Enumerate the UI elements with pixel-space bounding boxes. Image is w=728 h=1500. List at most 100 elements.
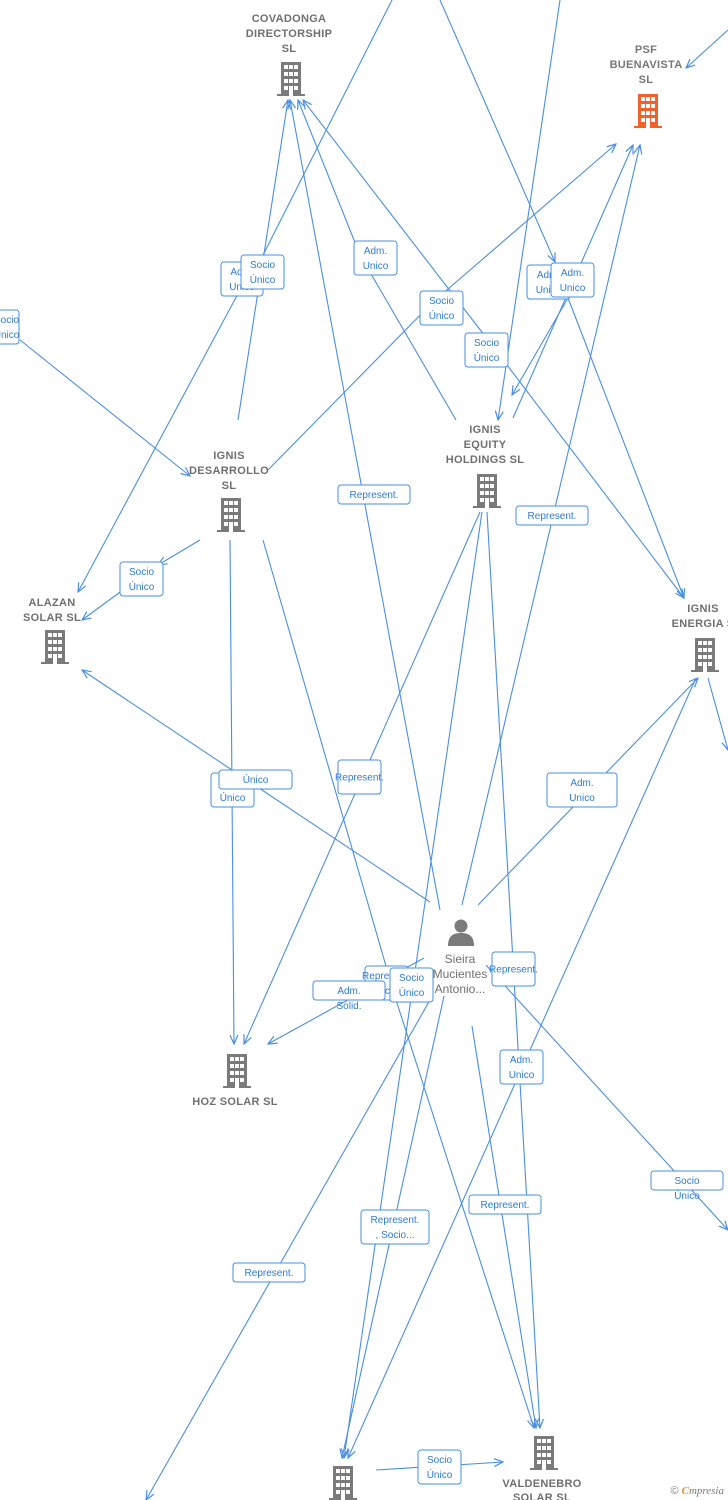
building-icon [691,638,719,672]
edge-layer [19,0,728,1500]
edge-label-layer: Adm.UnicoSocioÚnicoAdm.UnicoSocioÚnicoSo… [0,240,724,1485]
edge-line [567,297,684,598]
edge-line [267,302,433,471]
edge-label-text: Socio [674,1176,699,1187]
node-label: Antonio... [435,982,486,996]
edge-label-text: Represent. [335,773,384,784]
node-label: DESARROLLO [189,465,269,477]
edge-label-text: Represent. [350,490,399,501]
building-icon [473,474,501,508]
edge-label-text: Único [250,273,276,286]
edge-line [146,999,431,1500]
node-bottom[interactable] [329,1466,357,1500]
node-label: ALAZAN [28,597,75,609]
edge-label-text: Adm. [364,246,387,257]
node-label: SL [639,74,654,86]
building-icon [530,1436,558,1470]
edge-label[interactable]: Represent. [489,951,538,987]
edge-label[interactable]: Único [218,769,293,790]
edge-label-box [232,1262,306,1283]
edge-label-text: Unico [536,285,562,296]
edge-label-text: Represent. [371,1215,420,1226]
edge-label-text: , Socio... [376,1230,415,1241]
edge-label-text: Adm. [510,1055,533,1066]
edge-line [439,0,555,262]
edge-label-text: Represent. [528,511,577,522]
edge-label-text: Represent. [489,965,538,976]
edge-line [82,589,124,620]
building-icon [217,498,245,532]
node-label: ENERGIA S [672,618,728,630]
edge-label-box [240,254,285,290]
edge-label[interactable]: Adm.Unico [550,262,595,298]
edge-label[interactable]: Represent. [232,1262,306,1283]
edge-label-text: Adm. [337,986,360,997]
edge-label-text: Único [429,309,455,322]
edge-label-text: Único [220,791,246,804]
edge-line [707,677,728,750]
edge-label-text: Represent. [362,971,411,982]
node-label: BUENAVISTA [610,59,683,71]
edge-label-text: Adm. [570,778,593,789]
edge-label[interactable]: Adm. Unico [353,240,398,276]
edge-label-box [650,1170,724,1191]
node-ignis_en[interactable]: IGNIS ENERGIA S [672,603,728,672]
edge-label-text: Socio [427,1455,452,1466]
edge-line [395,999,534,1428]
copyright-symbol: © [670,1485,679,1497]
edge-label[interactable]: Adm.Solid. [312,980,386,1012]
edge-label-text: Represent. [481,1200,530,1211]
edge-label-box [550,262,595,298]
edge-label-text: Represent. [245,1268,294,1279]
edge-label-box [312,980,386,1001]
node-sieira[interactable]: SieiraMucientesAntonio... [433,919,488,997]
edge-label[interactable]: Represent. [337,484,411,505]
edge-label-text: Adm. [537,270,560,281]
building-icon [277,62,305,96]
edge-label-box [419,290,464,326]
edge-label-text: Adm. [561,268,584,279]
edge-label[interactable]: Adm. Unico [499,1049,544,1085]
edge-label-box [360,1209,430,1245]
node-label: COVADONGA [252,13,327,25]
node-label: IGNIS [687,603,718,615]
edge-label[interactable]: Represent. , Socio... [360,1209,430,1245]
edge-line [512,297,569,395]
person-icon [448,919,474,946]
edge-label-box [218,769,293,790]
edge-label[interactable]: Represent. [335,759,384,795]
edge-label-text: Unico [509,1070,535,1081]
edge-label-text: Único [474,351,500,364]
edge-label-text: Unico [569,793,595,804]
edge-line [19,339,190,476]
node-label: SL [222,480,237,492]
brand-name: mpresia [688,1485,724,1497]
edge-line [158,539,201,565]
node-hoz[interactable]: HOZ SOLAR SL [192,1054,278,1108]
edge-line [290,100,441,911]
edge-label-text: Único [399,986,425,999]
edge-label-text: Unico [363,261,389,272]
edge-label[interactable]: Represent. [515,505,589,526]
edge-label-text: Socio [0,315,19,326]
edge-label[interactable]: Adm. Unico [546,772,618,808]
edge-line [432,144,616,303]
edge-label[interactable]: Represent. [468,1194,542,1215]
edge-line [471,1025,536,1428]
edge-label-box [337,484,411,505]
